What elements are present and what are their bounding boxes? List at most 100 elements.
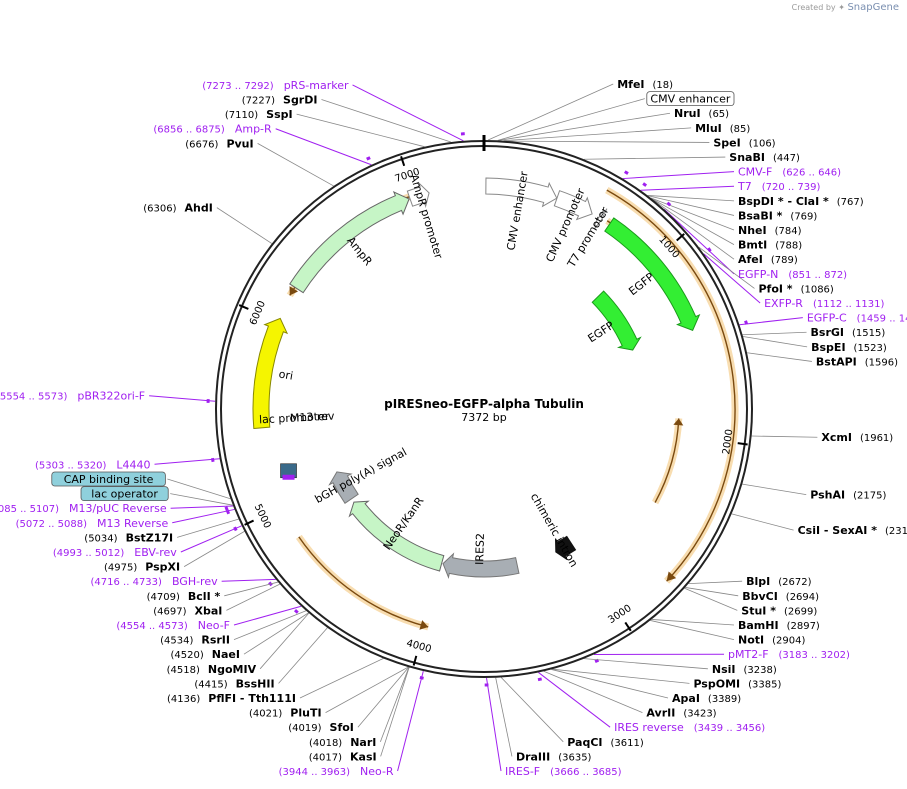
enzyme-label[interactable]: ApaI(3389): [672, 692, 741, 705]
leader-line: [647, 195, 735, 202]
enzyme-label[interactable]: NruI(65): [674, 107, 729, 120]
primer-label[interactable]: EGFP-C(1459 .. 1480): [807, 312, 907, 325]
primer-label[interactable]: (6856 .. 6875)Amp-R: [153, 123, 272, 136]
enzyme-label[interactable]: (4018)NarI: [309, 736, 376, 749]
leader-line: [622, 171, 735, 180]
enzyme-label[interactable]: (5034)BstZ17I: [84, 531, 173, 544]
primer-label[interactable]: (5085 .. 5107)M13/pUC Reverse: [0, 502, 167, 515]
enzyme-label[interactable]: (4975)PspXI: [104, 561, 180, 574]
enzyme-label[interactable]: (4518)NgoMIV: [167, 663, 257, 676]
feature-egfp-1[interactable]: [604, 217, 701, 331]
feature-bgh[interactable]: [328, 471, 359, 504]
enzyme-label[interactable]: MfeI(18): [617, 78, 673, 91]
enzyme-position: (65): [709, 109, 730, 120]
feature-ires2[interactable]: [442, 552, 520, 580]
primer-label[interactable]: IRES reverse(3439 .. 3456): [614, 721, 765, 734]
feature-egfp-2[interactable]: [591, 290, 642, 351]
enzyme-label[interactable]: DraIII(3635): [516, 750, 592, 763]
enzyme-label[interactable]: XcmI(1961): [821, 431, 893, 444]
enzyme-label[interactable]: AfeI(789): [738, 253, 798, 266]
enzyme-label[interactable]: (4415)BssHII: [194, 677, 274, 690]
enzyme-name: SfoI: [330, 721, 354, 734]
enzyme-label[interactable]: AvrII(3423): [646, 707, 716, 720]
enzyme-label[interactable]: PspOMI(3385): [693, 677, 781, 690]
leader-line: [552, 668, 690, 684]
feature-cmv-promoter[interactable]: [553, 190, 593, 221]
feature-ampr[interactable]: [289, 190, 410, 294]
primer-label[interactable]: EXFP-R(1112 .. 1131): [764, 297, 884, 310]
enzyme-position: (3423): [683, 709, 716, 720]
enzyme-label[interactable]: (4697)XbaI: [153, 604, 222, 617]
primer-label[interactable]: (4554 .. 4573)Neo-F: [116, 619, 230, 632]
enzyme-position: (3389): [708, 694, 741, 705]
enzyme-position: (1961): [860, 433, 893, 444]
enzyme-position: (767): [837, 197, 864, 208]
enzyme-label[interactable]: (4021)PluTI: [249, 707, 322, 720]
leader-line: [486, 677, 502, 772]
enzyme-label[interactable]: StuI *(2699): [741, 604, 817, 617]
primer-label[interactable]: (4993 .. 5012)EBV-rev: [53, 546, 177, 559]
enzyme-label[interactable]: (4019) SfoI: [288, 721, 354, 734]
enzyme-label[interactable]: BstAPI(1596): [816, 355, 898, 368]
enzyme-label[interactable]: (4017)KasI: [309, 750, 377, 763]
primer-label[interactable]: (5303 .. 5320)L4440: [35, 458, 151, 471]
primer-label[interactable]: T7(720 .. 739): [737, 180, 821, 193]
enzyme-label[interactable]: BmtI(788): [738, 239, 802, 252]
enzyme-label[interactable]: BbvCI(2694): [742, 590, 819, 603]
enzyme-label[interactable]: NsiI(3238): [712, 663, 777, 676]
primer-label[interactable]: CMV-F(626 .. 646): [738, 166, 841, 179]
enzyme-label[interactable]: BsrGI(1515): [811, 326, 886, 339]
enzyme-label[interactable]: (4136)PflFI - Tth111I: [167, 692, 296, 705]
enzyme-label[interactable]: (6676)PvuI: [185, 137, 253, 150]
enzyme-label[interactable]: (4709)BclI *: [147, 590, 221, 603]
feature-neor[interactable]: [348, 500, 445, 572]
enzyme-label[interactable]: BamHI(2897): [738, 619, 820, 632]
boxed-feature-label[interactable]: CMV enhancer: [650, 93, 730, 106]
primer-label[interactable]: (5554 .. 5573)pBR322ori-F: [0, 390, 145, 403]
enzyme-label[interactable]: CsiI - SexAI *(2313): [798, 524, 907, 537]
enzyme-label[interactable]: (4534)RsrII: [160, 634, 230, 647]
primer-label[interactable]: EGFP-N(851 .. 872): [738, 268, 847, 281]
primer-label[interactable]: (3944 .. 3963)Neo-R: [279, 765, 394, 778]
enzyme-label[interactable]: SnaBI(447): [729, 151, 800, 164]
enzyme-label[interactable]: BspDI * - ClaI *(767): [738, 195, 864, 208]
enzyme-position: (4019): [288, 723, 321, 734]
feature-t7-promoter[interactable]: [593, 208, 608, 230]
enzyme-label[interactable]: PfoI *(1086): [758, 282, 833, 295]
enzyme-label[interactable]: (7110)SspI: [225, 108, 293, 121]
boxed-feature-label[interactable]: CAP binding site: [64, 473, 154, 486]
enzyme-name: BclI *: [188, 590, 221, 603]
boxed-feature-box[interactable]: [51, 471, 166, 487]
primer-label[interactable]: (5072 .. 5088)M13 Reverse: [16, 517, 169, 530]
enzyme-label[interactable]: BsaBI *(769): [738, 209, 817, 222]
enzyme-position: (4017): [309, 752, 342, 763]
primer-label[interactable]: (4716 .. 4733)BGH-rev: [91, 575, 219, 588]
enzyme-label[interactable]: PshAI(2175): [810, 489, 886, 502]
enzyme-name: BspEI: [811, 341, 845, 354]
primer-label[interactable]: pMT2-F(3183 .. 3202): [728, 648, 850, 661]
primer-label[interactable]: IRES-F(3666 .. 3685): [505, 765, 622, 778]
enzyme-position: (1523): [854, 343, 887, 354]
enzyme-label[interactable]: BlpI(2672): [746, 575, 811, 588]
primer-site-marker: [233, 526, 238, 532]
feature-ampr-promoter[interactable]: [406, 181, 430, 209]
enzyme-label[interactable]: (4520)NaeI: [171, 648, 240, 661]
feature-ori[interactable]: [252, 317, 289, 430]
enzyme-label[interactable]: MluI(85): [695, 122, 750, 135]
enzyme-label[interactable]: NheI(784): [738, 224, 802, 237]
primer-name: EXFP-R: [764, 297, 803, 310]
boxed-feature-box[interactable]: [646, 91, 735, 107]
boxed-feature-label[interactable]: lac operator: [91, 488, 158, 501]
feature-cmv-enhancer[interactable]: [485, 177, 558, 208]
boxed-feature-box[interactable]: [80, 486, 169, 502]
enzyme-label[interactable]: PaqCI(3611): [567, 736, 644, 749]
enzyme-label[interactable]: SpeI(106): [713, 136, 775, 149]
primer-label[interactable]: (7273 .. 7292)pRS-marker: [202, 79, 349, 92]
feature-chimeric-intron[interactable]: [554, 535, 577, 561]
enzyme-label[interactable]: BspEI (1523): [811, 341, 887, 354]
enzyme-label[interactable]: (7227)SgrDI: [242, 94, 318, 107]
enzyme-label[interactable]: NotI(2904): [738, 634, 805, 647]
enzyme-label[interactable]: (6306)AhdI: [143, 202, 213, 215]
